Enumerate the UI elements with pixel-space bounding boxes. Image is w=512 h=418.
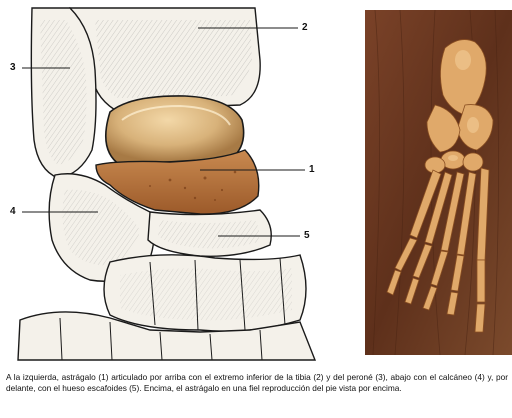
callout-3: 3 <box>10 63 16 73</box>
callout-2: 2 <box>302 23 308 33</box>
ankle-bones-illustration <box>0 0 345 365</box>
callout-5: 5 <box>304 231 310 241</box>
callout-1: 1 <box>309 165 315 175</box>
callout-4: 4 <box>10 207 16 217</box>
figure-caption: A la izquierda, astrágalo (1) articulado… <box>6 372 508 393</box>
foot-model-photo <box>365 10 512 355</box>
